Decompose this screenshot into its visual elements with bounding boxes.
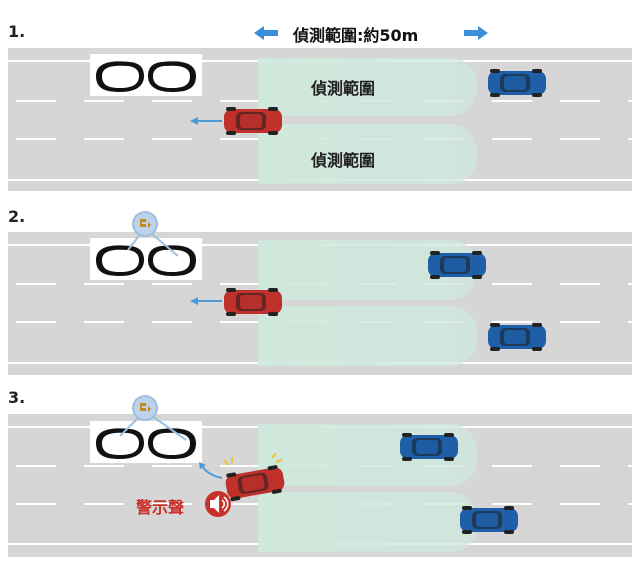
arrow-right-icon — [464, 26, 488, 40]
arrow-left-icon — [254, 26, 278, 40]
lane-change-arrow — [199, 462, 223, 479]
side-mirrors-3 — [90, 421, 202, 463]
direction-arrow-2 — [190, 297, 222, 305]
other-car-3a — [400, 433, 458, 461]
detection-zones-2 — [258, 240, 478, 366]
detection-zones-1 — [258, 58, 478, 184]
speaker-icon — [205, 491, 231, 517]
own-car-1 — [224, 107, 282, 135]
blind-spot-indicator-icon-active — [119, 395, 187, 441]
detection-zone-label-upper: 偵測範圍 — [311, 79, 376, 98]
turn-signal-flash — [223, 452, 283, 466]
direction-arrow-1 — [190, 117, 222, 125]
other-car-2b — [488, 323, 546, 351]
side-mirrors-2 — [90, 238, 202, 280]
other-car-2a — [428, 251, 486, 279]
other-car-1 — [488, 69, 546, 97]
blind-spot-indicator-icon — [127, 211, 179, 257]
detection-zone-label-lower: 偵測範圍 — [311, 151, 376, 170]
detection-range-label: 偵測範圍:約50m — [293, 26, 419, 45]
other-car-3b — [460, 506, 518, 534]
side-mirrors-1 — [90, 54, 202, 96]
alert-sound-label: 警示聲 — [136, 498, 185, 517]
step-number-1: 1. — [8, 22, 26, 41]
own-car-2 — [224, 288, 282, 316]
step-number-3: 3. — [8, 388, 26, 407]
step-number-2: 2. — [8, 207, 26, 226]
